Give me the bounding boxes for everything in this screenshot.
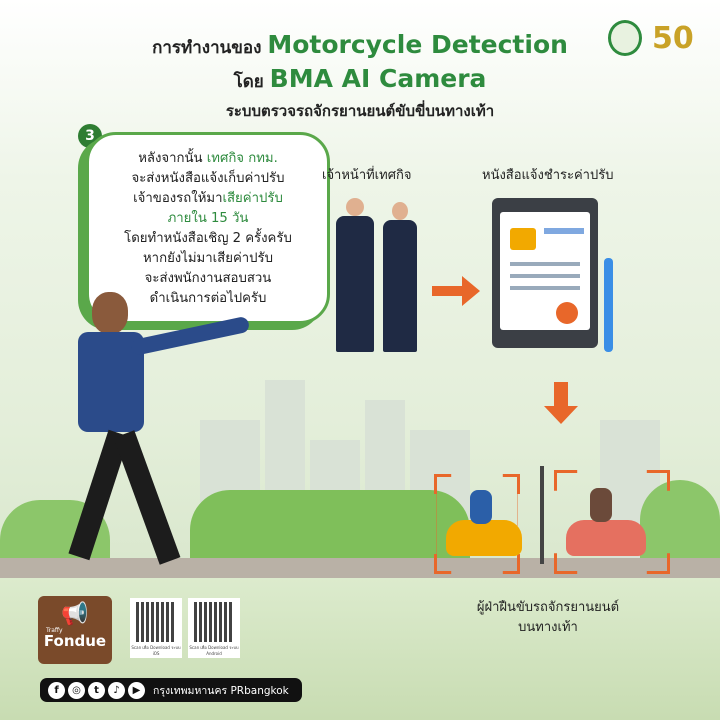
bubble-line: โดยทำหนังสือเชิญ 2 ครั้งครับ — [124, 231, 292, 246]
subtitle: โดย BMA AI Camera — [233, 64, 487, 93]
twitter-icon[interactable]: t — [88, 681, 105, 699]
bubble-line: หลังจากนั้น เทศกิจ กทม. — [138, 151, 278, 166]
notice-document-icon — [492, 198, 598, 348]
traffy-fondue-logo[interactable]: 📢 Traffy Fondue — [38, 596, 112, 664]
bma-50-logo: 50 — [652, 21, 694, 56]
bubble-line: หากยังไม่มาเสียค่าปรับ — [142, 251, 273, 266]
bubble-line: เจ้าของรถให้มาเสียค่าปรับ — [133, 191, 283, 206]
instagram-icon[interactable]: ◎ — [68, 681, 85, 699]
violator-caption: ผู้ฝ่าฝืนขับรถจักรยานยนต์ บนทางเท้า — [476, 600, 620, 635]
bubble-line: จะส่งหนังสือแจ้งเก็บค่าปรับ — [131, 171, 285, 186]
officers-label: เจ้าหน้าที่เทศกิจ — [322, 168, 412, 183]
social-handle: กรุงเทพมหานคร PRbangkok — [153, 684, 289, 697]
notice-label: หนังสือแจ้งชำระค่าปรับ — [482, 168, 614, 183]
youtube-icon[interactable]: ▶ — [128, 681, 145, 699]
social-bar: f ◎ t ♪ ▶ กรุงเทพมหานคร PRbangkok — [40, 678, 302, 702]
tiktok-icon[interactable]: ♪ — [108, 681, 125, 699]
facebook-icon[interactable]: f — [48, 681, 65, 699]
megaphone-icon: 📢 — [61, 602, 89, 627]
pen-icon — [604, 258, 613, 352]
tagline: ระบบตรวจรถจักรยานยนต์ขับขี่บนทางเท้า — [225, 102, 495, 120]
qr-code-android[interactable]: Scan เพื่อ Download ระบบ Android — [188, 598, 240, 658]
bma-seal-logo — [608, 20, 642, 56]
title: การทำงานของ Motorcycle Detection — [152, 30, 568, 59]
qr-code-ios[interactable]: Scan เพื่อ Download ระบบ iOS — [130, 598, 182, 658]
bubble-line: ดำเนินการต่อไปครับ — [149, 291, 267, 306]
bubble-line: จะส่งพนักงานสอบสวน — [144, 271, 272, 286]
speech-bubble: หลังจากนั้น เทศกิจ กทม. จะส่งหนังสือแจ้ง… — [86, 132, 330, 324]
bubble-line: ภายใน 15 วัน — [167, 211, 249, 226]
arrow-right-icon — [432, 276, 480, 306]
arrow-down-icon — [544, 382, 578, 424]
